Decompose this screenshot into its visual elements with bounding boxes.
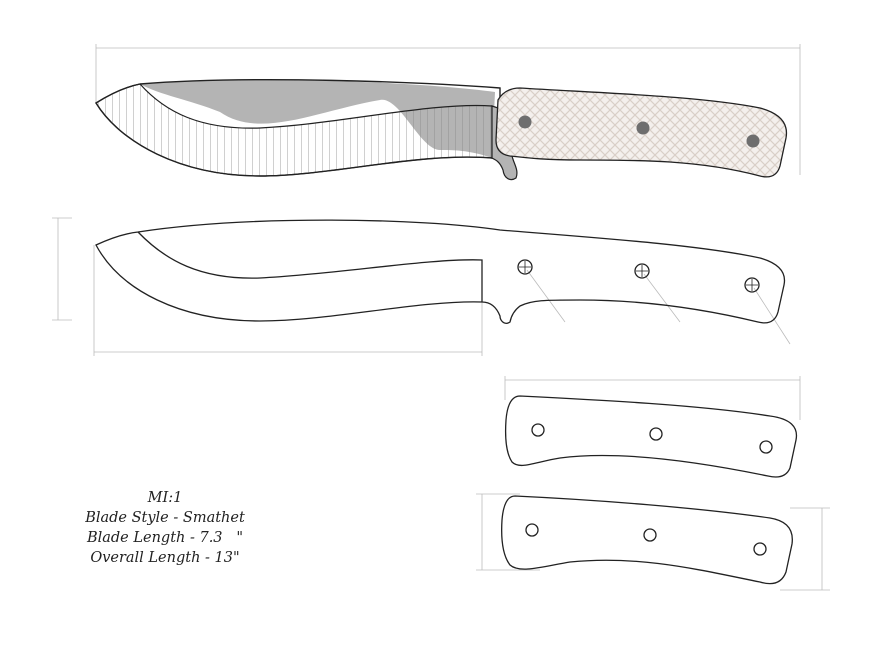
knife-spec-block: MI:1 Blade Style - Smathet Blade Length …	[60, 488, 270, 568]
dimension-lines	[52, 44, 830, 591]
pin-3	[746, 134, 760, 148]
overall-length: Overall Length - 13"	[90, 550, 240, 566]
pin-1	[518, 115, 532, 129]
handle-scale-template-1	[504, 395, 798, 478]
blade-length: Blade Length - 7.3 "	[86, 530, 244, 546]
pin-2	[636, 121, 650, 135]
blade-flat	[140, 79, 495, 158]
model-name: MI:1	[147, 490, 183, 506]
handle-scale-template-2	[501, 495, 793, 585]
shaded-knife-view	[95, 79, 788, 181]
outline-knife-view	[95, 219, 786, 324]
blade-style: Blade Style - Smathet	[85, 510, 245, 526]
